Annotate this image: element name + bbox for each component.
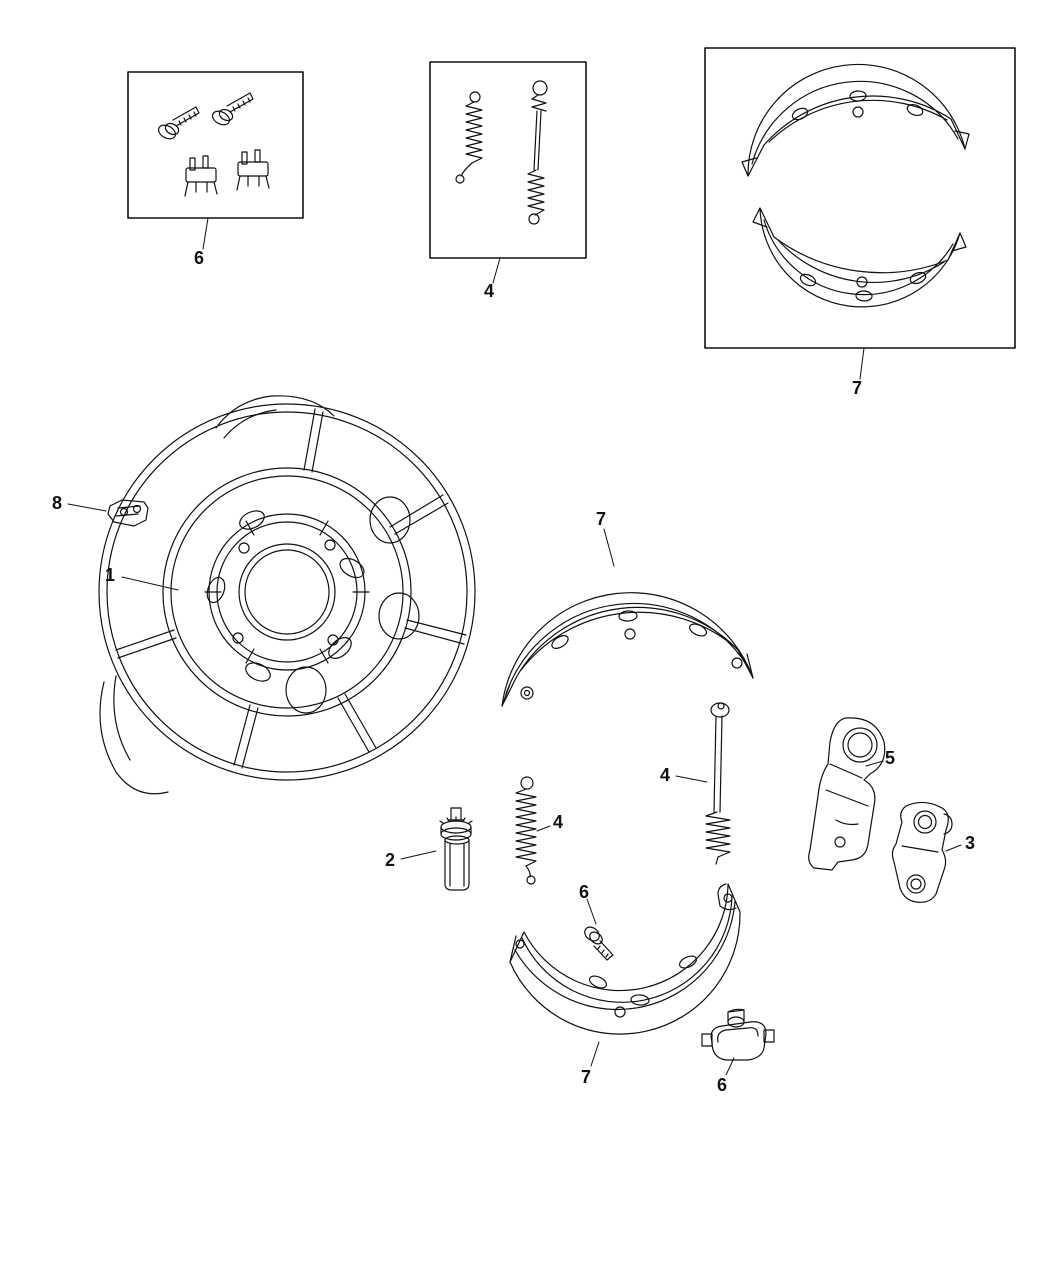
callout-shoe-kit: 7 bbox=[851, 378, 863, 398]
hardware-kit-box bbox=[127, 71, 304, 219]
bolt-drawing bbox=[157, 106, 200, 140]
backing-plate-drawing bbox=[98, 395, 476, 795]
retainer-clip-drawing bbox=[184, 155, 218, 197]
callout-shoe-upper: 7 bbox=[595, 509, 607, 529]
retainer-clip-drawing bbox=[236, 149, 270, 191]
callout-pin: 6 bbox=[578, 882, 590, 902]
callout-spring-left: 4 bbox=[552, 812, 564, 832]
callout-clamp: 6 bbox=[716, 1075, 728, 1095]
hardware-kit-contents bbox=[157, 92, 270, 197]
callout-hardware-kit: 6 bbox=[193, 248, 205, 268]
leader-shoe-lower bbox=[590, 1041, 600, 1067]
brake-shoe-kit-lower bbox=[752, 207, 967, 308]
park-brake-lever-drawing bbox=[808, 717, 886, 871]
cable-clip-drawing bbox=[107, 499, 149, 527]
leader-spring-right bbox=[675, 775, 708, 783]
callout-adjuster: 2 bbox=[384, 850, 396, 870]
return-spring-long-drawing bbox=[527, 80, 548, 225]
return-spring-drawing bbox=[515, 776, 537, 885]
leader-spring-left bbox=[536, 825, 551, 832]
bolt-drawing bbox=[211, 92, 254, 126]
leader-pin bbox=[586, 898, 597, 925]
spring-kit-contents bbox=[455, 80, 548, 225]
leader-link bbox=[945, 844, 962, 852]
leader-backing-plate bbox=[121, 576, 179, 591]
leader-adjuster bbox=[400, 850, 437, 860]
adjuster-drawing bbox=[439, 807, 473, 891]
leader-lever bbox=[865, 760, 884, 767]
clamp-drawing bbox=[701, 1008, 775, 1061]
callout-cable-clip: 8 bbox=[51, 493, 63, 513]
leader-shoe-kit bbox=[859, 347, 865, 380]
callout-backing-plate: 1 bbox=[104, 565, 116, 585]
leader-shoe-upper bbox=[603, 528, 615, 567]
shoe-kit-box bbox=[704, 47, 1016, 349]
pin-bolt-drawing bbox=[584, 926, 614, 961]
callout-link: 3 bbox=[964, 833, 976, 853]
adjuster-spring-drawing bbox=[705, 702, 731, 865]
callout-spring-kit: 4 bbox=[483, 281, 495, 301]
return-spring-short-drawing bbox=[455, 91, 483, 184]
brake-shoe-kit-upper bbox=[741, 63, 970, 177]
lever-link-drawing bbox=[891, 801, 953, 903]
brake-shoe-lower-drawing bbox=[509, 883, 741, 1035]
callout-shoe-lower: 7 bbox=[580, 1067, 592, 1087]
leader-spring-kit bbox=[492, 257, 501, 284]
spring-kit-box bbox=[429, 61, 587, 259]
brake-shoe-pair-drawing bbox=[741, 63, 970, 308]
callout-spring-right: 4 bbox=[659, 765, 671, 785]
leader-cable-clip bbox=[67, 503, 107, 512]
leader-hardware-kit bbox=[202, 217, 209, 250]
leader-clamp bbox=[725, 1057, 735, 1076]
brake-shoe-upper-drawing bbox=[501, 592, 754, 707]
callout-lever: 5 bbox=[884, 748, 896, 768]
leader-lines bbox=[67, 217, 962, 1076]
